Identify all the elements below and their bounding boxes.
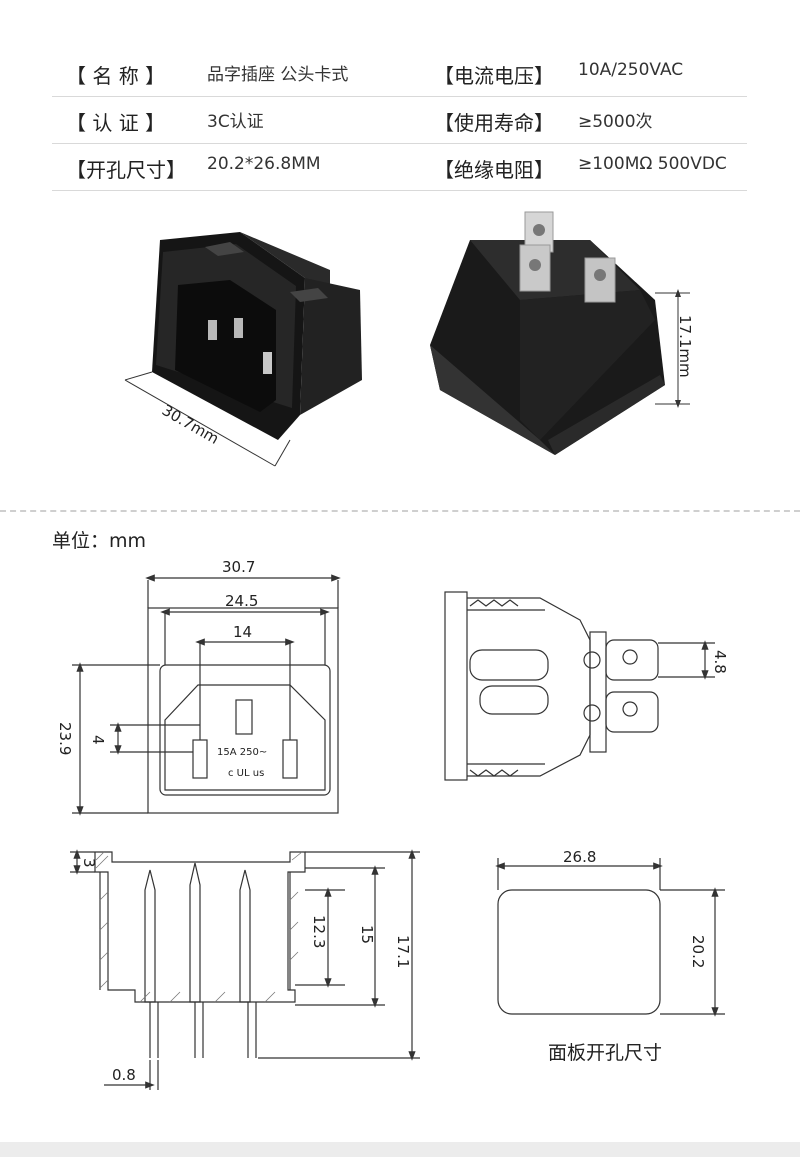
spec-label-life: 【使用寿命】: [434, 111, 554, 135]
spec-value-life: ≥5000次: [578, 112, 653, 132]
spec-label-current: 【电流电压】: [434, 64, 554, 88]
spec-label-name: 【 名 称 】: [66, 64, 166, 88]
width-dim-line: [124, 379, 276, 467]
spec-row: 【 名 称 】 品字插座 公头卡式 【电流电压】 10A/250VAC: [52, 50, 747, 97]
spec-value-insulation: ≥100MΩ 500VDC: [578, 154, 727, 174]
socket-front-photo: 30.7mm: [124, 232, 362, 467]
spec-value-cutout: 20.2*26.8MM: [207, 154, 321, 174]
spec-value-current: 10A/250VAC: [578, 60, 684, 80]
unit-label: 单位：mm: [52, 530, 147, 552]
spec-table: 【 名 称 】 品字插座 公头卡式 【电流电压】 10A/250VAC 【 认 …: [52, 50, 747, 191]
panel-cutout-caption: 面板开孔尺寸: [548, 1042, 663, 1064]
spec-label-cert: 【 认 证 】: [66, 111, 166, 135]
socket-back-photo: 17.1mm: [430, 211, 694, 455]
spec-row: 【开孔尺寸】 20.2*26.8MM 【绝缘电阻】 ≥100MΩ 500VDC: [52, 144, 747, 191]
bottom-bar: [0, 1142, 800, 1157]
spec-label-insulation: 【绝缘电阻】: [434, 158, 554, 182]
spec-label-cutout: 【开孔尺寸】: [66, 158, 186, 182]
spec-value-cert: 3C认证: [207, 112, 264, 132]
section-divider: [0, 510, 800, 512]
spec-value-name: 品字插座 公头卡式: [207, 65, 349, 85]
photo-height-label: 17.1mm: [676, 315, 694, 378]
spec-row: 【 认 证 】 3C认证 【使用寿命】 ≥5000次: [52, 97, 747, 144]
photo-width-label: 30.7mm: [159, 401, 222, 448]
